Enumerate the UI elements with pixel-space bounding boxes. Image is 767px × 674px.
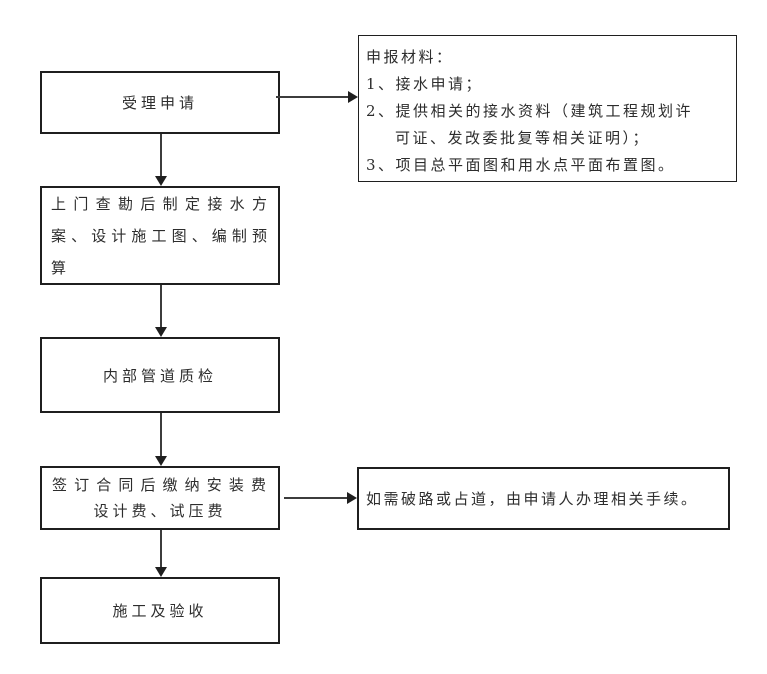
step-box-sign-contract-pay-fees: 签订合同后缴纳安装费 设计费、试压费 (40, 466, 280, 530)
step-label-line: 设计费、试压费 (93, 502, 227, 520)
arrow-down-head-icon (155, 567, 167, 577)
arrow-step2-to-step3 (155, 285, 167, 337)
step-label: 受理申请 (121, 94, 198, 112)
arrow-shaft (284, 497, 348, 499)
materials-note-box: 申报材料： 1、接水申请； 2、提供相关的接水资料（建筑工程规划许 可证、发改委… (358, 35, 737, 182)
road-occupation-note-box: 如需破路或占道，由申请人办理相关手续。 (357, 467, 730, 530)
step-box-accept-application: 受理申请 (40, 71, 280, 134)
arrow-shaft (276, 96, 349, 98)
arrow-step4-to-road-note (284, 492, 357, 504)
materials-item-3: 3、项目总平面图和用水点平面布置图。 (366, 156, 676, 174)
arrow-down-head-icon (155, 176, 167, 186)
materials-item-1: 1、接水申请； (366, 75, 484, 93)
step-label-line: 案、设计施工图、编制预 (51, 226, 269, 245)
step-label: 内部管道质检 (102, 366, 217, 385)
arrow-step3-to-step4 (155, 413, 167, 466)
arrow-shaft (160, 413, 162, 457)
step-box-internal-pipe-inspection: 内部管道质检 (40, 337, 280, 413)
road-note-label: 如需破路或占道，由申请人办理相关手续。 (366, 490, 699, 508)
arrow-shaft (160, 285, 162, 328)
step-box-construction-acceptance: 施工及验收 (40, 577, 280, 644)
arrow-down-head-icon (155, 327, 167, 337)
arrow-step1-to-step2 (155, 134, 167, 186)
step-label: 施工及验收 (112, 602, 208, 620)
step-label-line: 签订合同后缴纳安装费 (52, 476, 268, 494)
arrow-step4-to-step5 (155, 530, 167, 577)
arrow-shaft (160, 530, 162, 568)
arrow-shaft (160, 134, 162, 177)
materials-item-2: 2、提供相关的接水资料（建筑工程规划许 (366, 102, 694, 120)
step-label-line: 算 (51, 258, 69, 277)
materials-title: 申报材料： (366, 48, 454, 66)
arrow-right-head-icon (348, 91, 358, 103)
step-label-line: 上门查勘后制定接水方 (51, 194, 269, 213)
arrow-down-head-icon (155, 456, 167, 466)
step-box-site-survey-plan: 上门查勘后制定接水方 案、设计施工图、编制预 算 (40, 186, 280, 285)
arrow-step1-to-materials (276, 91, 358, 103)
arrow-right-head-icon (347, 492, 357, 504)
materials-item-2-continued: 可证、发改委批复等相关证明）； (395, 129, 651, 147)
